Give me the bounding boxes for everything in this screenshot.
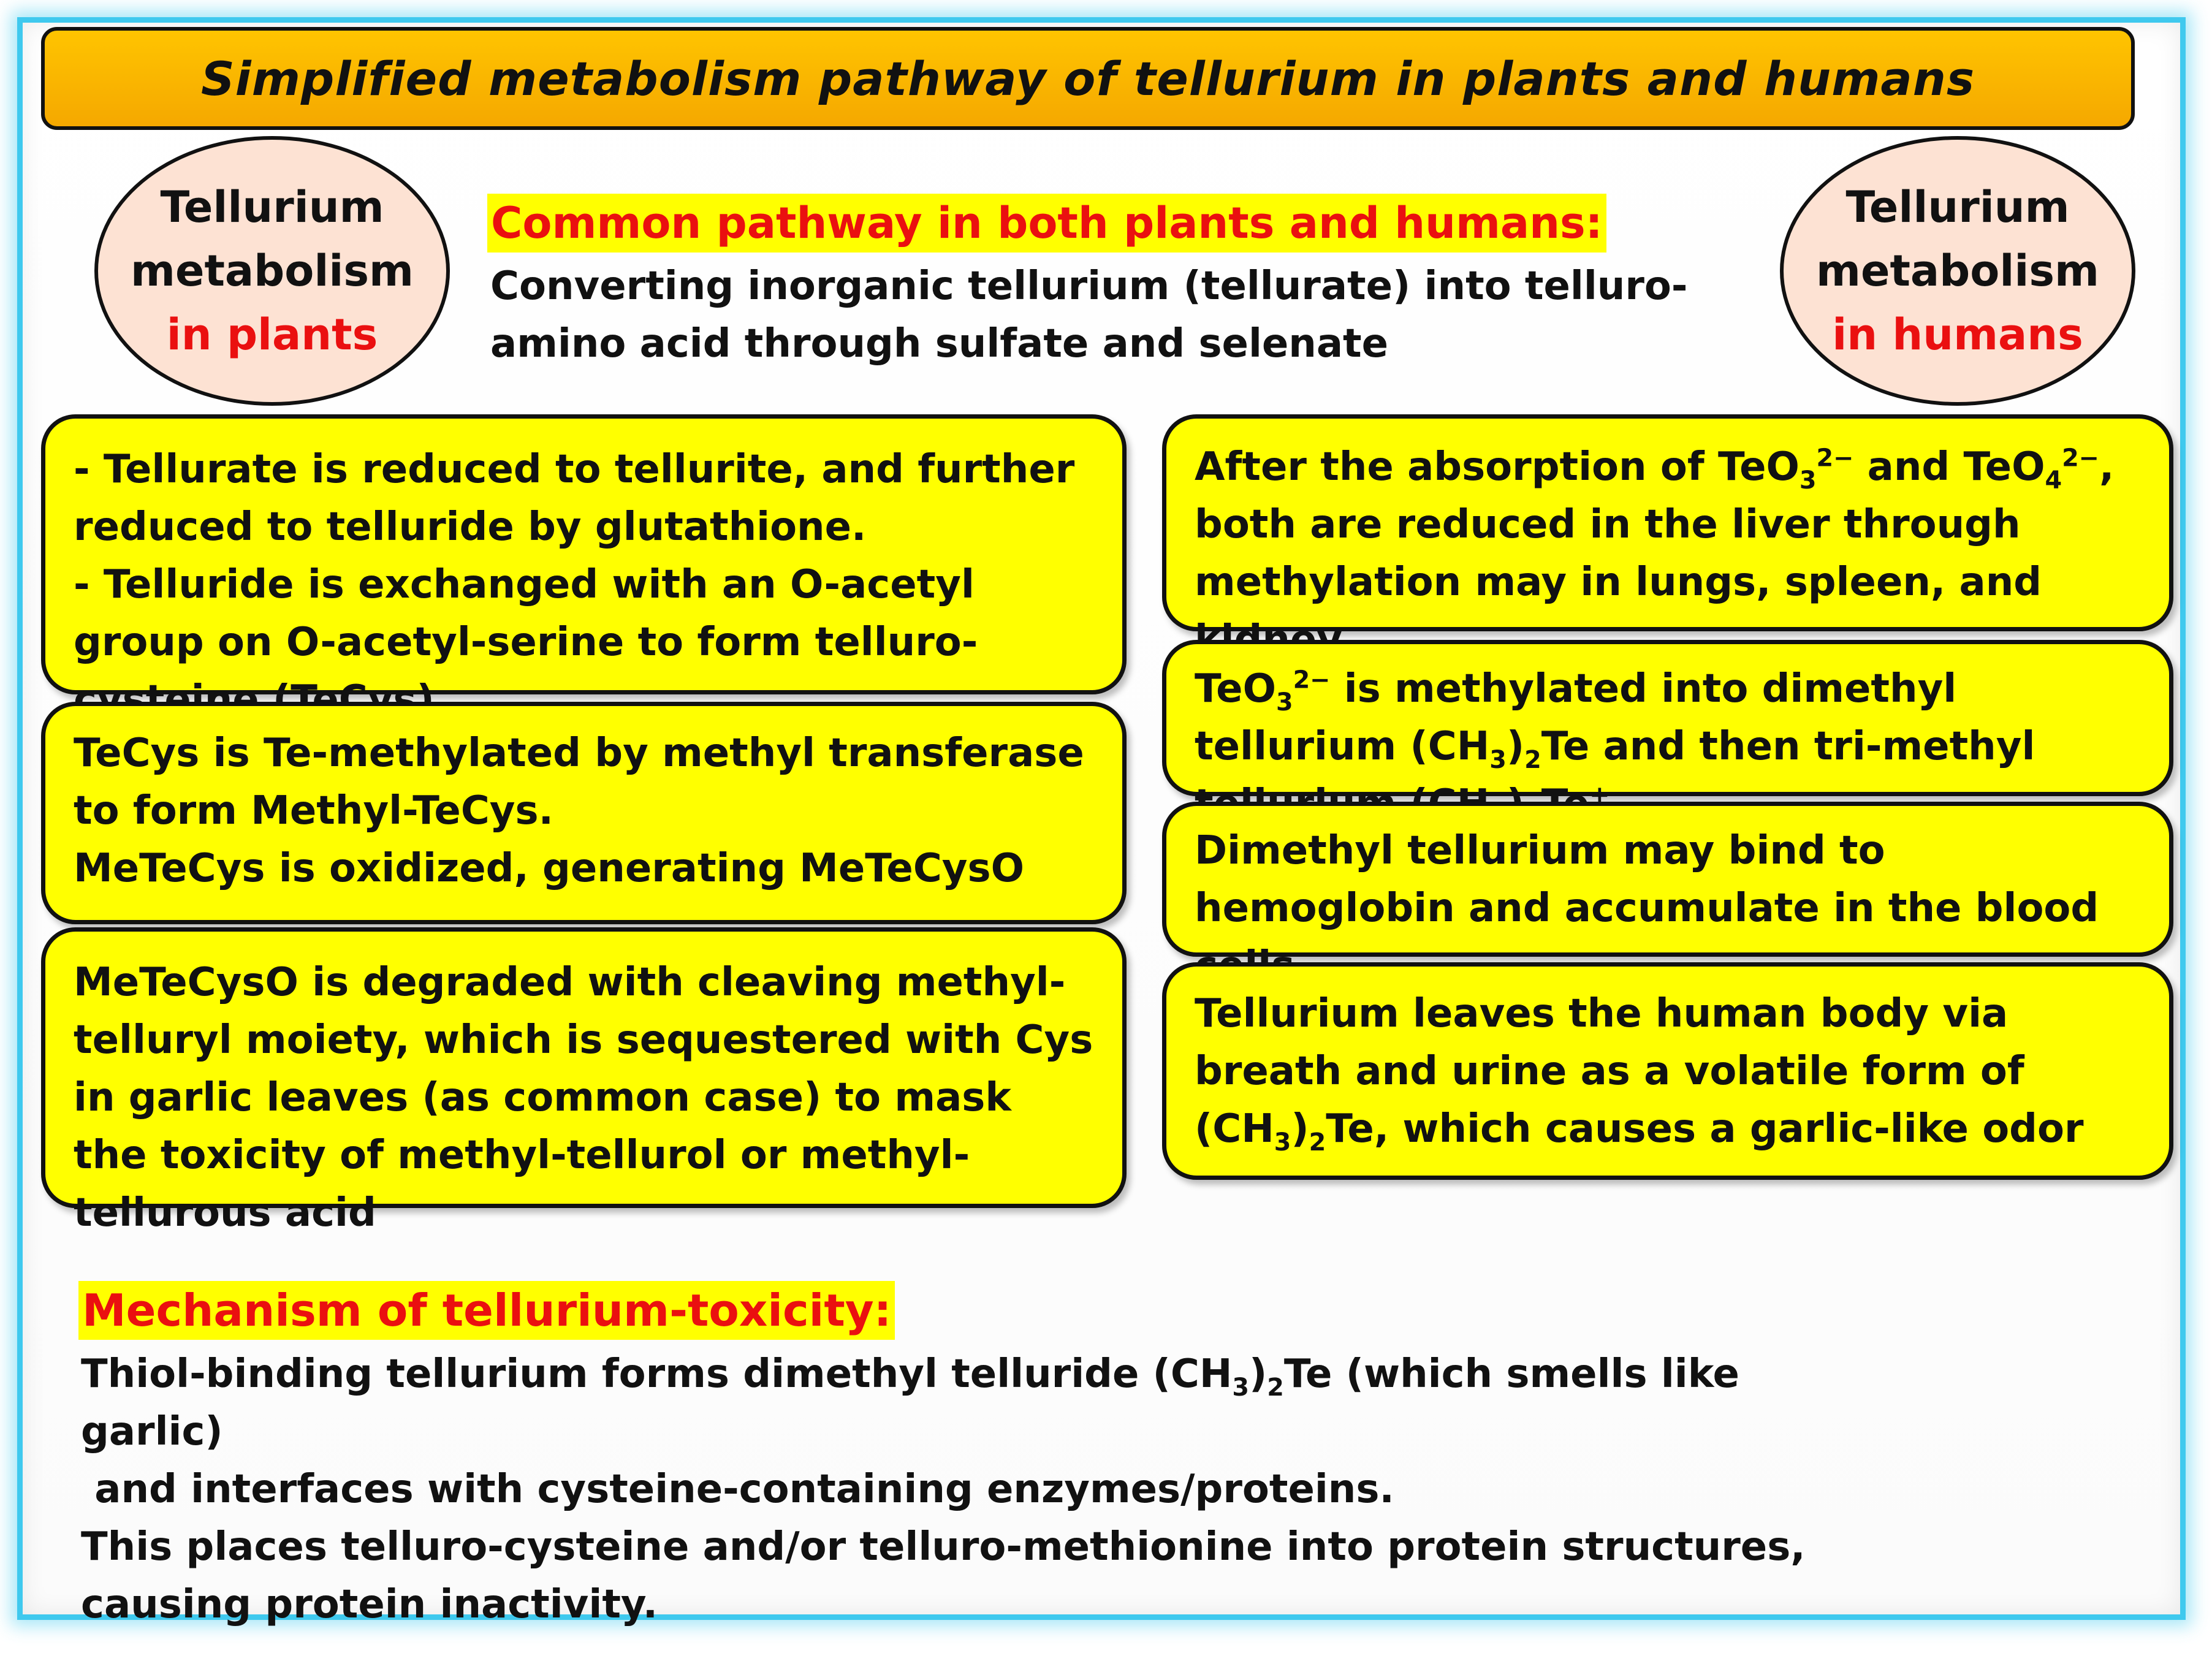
- humans-metabolism-ellipse: Tellurium metabolism in humans: [1780, 136, 2135, 406]
- plants-step1-line1: - Tellurate is reduced to tellurite, and…: [74, 447, 1075, 550]
- plants-step-reduction-box: - Tellurate is reduced to tellurite, and…: [41, 414, 1127, 723]
- humans-step3-text: Dimethyl tellurium may bind to hemoglobi…: [1195, 828, 2099, 989]
- plants-step-methylation-box: TeCys is Te-methylated by methyl transfe…: [41, 702, 1127, 924]
- humans-step-hemoglobin-box: Dimethyl tellurium may bind to hemoglobi…: [1162, 802, 2173, 989]
- humans-ellipse-line3: in humans: [1832, 310, 2083, 360]
- plants-metabolism-ellipse: Tellurium metabolism in plants: [94, 136, 450, 406]
- humans-ellipse-line1: Tellurium: [1845, 182, 2070, 232]
- mechanism-line2: and interfaces with cysteine-containing …: [81, 1467, 1394, 1512]
- humans-step-excretion-box: Tellurium leaves the human body via brea…: [1162, 962, 2173, 1180]
- humans-step4-text: Tellurium leaves the human body via brea…: [1195, 991, 2084, 1157]
- plants-ellipse-line2: metabolism: [131, 246, 414, 296]
- toxicity-mechanism-heading: Mechanism of tellurium-toxicity:: [78, 1281, 895, 1340]
- mechanism-line4: causing protein inactivity.: [81, 1582, 658, 1627]
- plants-step3-text: MeTeCysO is degraded with cleaving methy…: [74, 960, 1093, 1236]
- toxicity-mechanism-text: Thiol-binding tellurium forms dimethyl t…: [81, 1345, 1858, 1633]
- humans-step-methylation-box: TeO32− is methylated into dimethyl tellu…: [1162, 640, 2173, 830]
- plants-step2-line2: MeTeCys is oxidized, generating MeTeCysO: [74, 846, 1024, 891]
- common-pathway-text: Converting inorganic tellurium (tellurat…: [490, 264, 1688, 367]
- plants-step2-line1: TeCys is Te-methylated by methyl transfe…: [74, 731, 1084, 834]
- humans-step1-text: After the absorption of TeO32− and TeO42…: [1195, 444, 2115, 663]
- plants-step-degradation-box: MeTeCysO is degraded with cleaving methy…: [41, 927, 1127, 1236]
- humans-ellipse-line2: metabolism: [1816, 246, 2099, 296]
- mechanism-line3: This places telluro-cysteine and/or tell…: [81, 1524, 1806, 1570]
- common-pathway-heading: Common pathway in both plants and humans…: [487, 194, 1606, 253]
- figure-title: Simplified metabolism pathway of telluri…: [41, 27, 2135, 130]
- plants-ellipse-line1: Tellurium: [160, 182, 384, 232]
- humans-step-absorption-box: After the absorption of TeO32− and TeO42…: [1162, 414, 2173, 663]
- plants-ellipse-line3: in plants: [166, 310, 378, 360]
- mechanism-line1: Thiol-binding tellurium forms dimethyl t…: [81, 1351, 1739, 1454]
